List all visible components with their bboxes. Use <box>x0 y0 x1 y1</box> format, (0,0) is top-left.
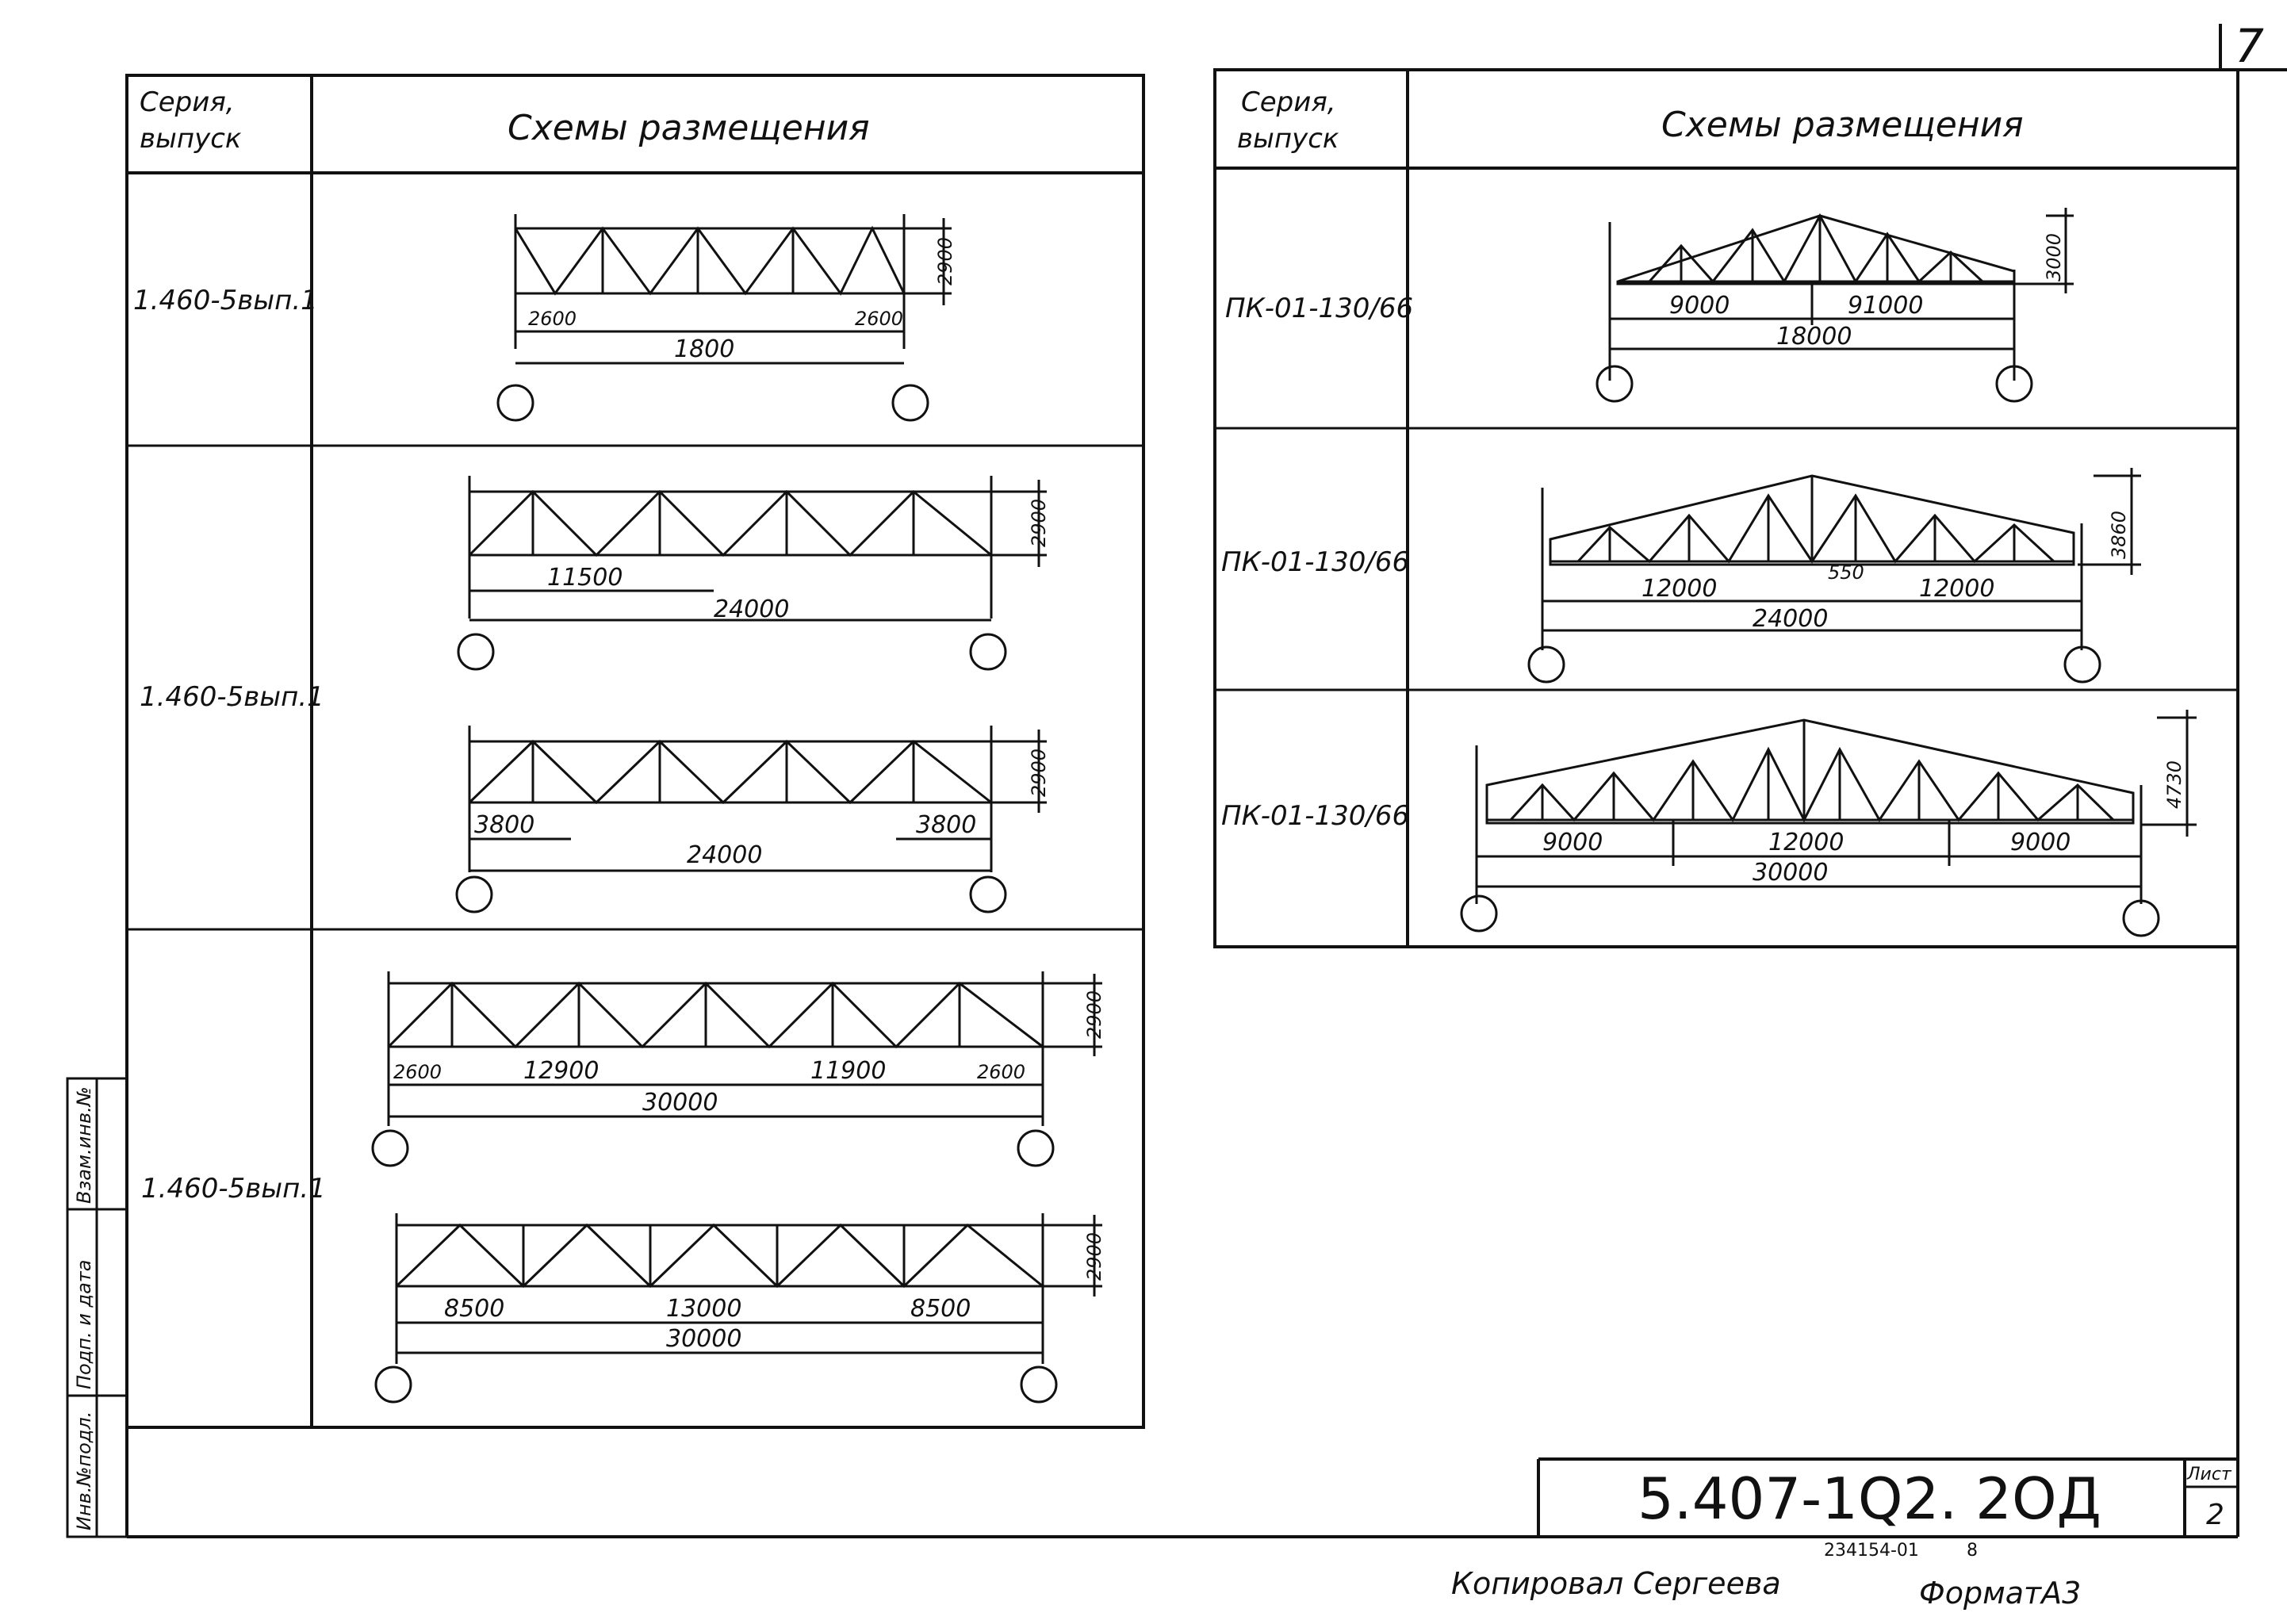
right2-dim-right: 12000 <box>1919 575 1994 603</box>
row1-dim-right: 2600 <box>855 308 903 330</box>
right2-dim-height: 3860 <box>2108 511 2130 559</box>
left-header-series-line2: выпуск <box>140 123 242 155</box>
left-table: Серия, выпуск Схемы размещения 1.460-5вы… <box>125 74 1145 1429</box>
right-header-series-line2: выпуск <box>1237 123 1339 155</box>
stamp-vzam-inv: Взам.инв.№ <box>73 1086 95 1204</box>
row3a-dim-span: 30000 <box>642 1089 718 1116</box>
right1-dim-right: 91000 <box>1848 292 1923 320</box>
row2a-dim-part: 11500 <box>547 564 623 592</box>
right3-dim-height: 4730 <box>2163 760 2185 809</box>
archive-number: 234154-01 <box>1824 1541 1919 1561</box>
sheet-label: Лист <box>2186 1465 2232 1484</box>
row3b-dim-span: 30000 <box>666 1325 741 1353</box>
document-code: 5.407-1Q2. 2ОД <box>1638 1465 2101 1532</box>
truss-row3a <box>371 971 1102 1167</box>
copied-by: Копировал Сергеева <box>1451 1566 1781 1601</box>
truss-row3b <box>374 1213 1102 1404</box>
row3b-dim-height: 2900 <box>1083 1232 1105 1281</box>
stamp-inv-podl: Инв.№подл. <box>73 1411 95 1530</box>
truss-row2b <box>455 726 1047 914</box>
right-table: Серия, выпуск Схемы размещения ПК-01-130… <box>1213 68 2239 948</box>
truss-right1 <box>1596 208 2074 403</box>
right3-dim-mid: 12000 <box>1768 829 1844 856</box>
row3b-dim-2: 13000 <box>666 1295 741 1323</box>
right1-dim-span: 18000 <box>1776 323 1852 350</box>
format-label: ФорматА3 <box>1919 1576 2081 1611</box>
row1-dim-span: 1800 <box>674 335 734 363</box>
frame <box>125 947 2239 1538</box>
row1-dim-left: 2600 <box>528 308 577 330</box>
truss-right2 <box>1527 468 2141 684</box>
row3a-dim-2: 12900 <box>523 1057 599 1085</box>
left-row1-series: 1.460-5вып.1 <box>133 285 318 316</box>
archive-suffix: 8 <box>1967 1541 1978 1561</box>
truss-right3 <box>1460 710 2197 937</box>
row3a-dim-4: 2600 <box>977 1061 1025 1083</box>
sheet-number: 2 <box>2206 1499 2224 1531</box>
left-header-series-line1: Серия, <box>140 86 235 118</box>
page-number: 7 <box>2235 19 2264 73</box>
row2b-dim-right: 3800 <box>916 811 976 839</box>
right-row2-series: ПК-01-130/66 <box>1221 546 1409 578</box>
right2-dim-span: 24000 <box>1753 605 1828 633</box>
truss-row2a <box>457 476 1047 671</box>
row2b-dim-height: 2900 <box>1028 749 1050 797</box>
right-row3-series: ПК-01-130/66 <box>1221 800 1409 832</box>
row2a-dim-height: 2900 <box>1028 499 1050 547</box>
row3a-dim-height: 2900 <box>1083 990 1105 1039</box>
right1-dim-height: 3000 <box>2043 233 2065 282</box>
right2-dim-left: 12000 <box>1642 575 1717 603</box>
right-row1-series: ПК-01-130/66 <box>1225 293 1413 324</box>
row3b-dim-1: 8500 <box>444 1295 504 1323</box>
right-header-series-line1: Серия, <box>1241 86 1336 118</box>
right3-dim-left: 9000 <box>1542 829 1603 856</box>
right-header-schemes: Схемы размещения <box>1661 105 2024 145</box>
left-row3-series: 1.460-5вып.1 <box>141 1173 326 1205</box>
row2b-dim-span: 24000 <box>687 841 762 869</box>
right-table-border <box>1213 68 2239 948</box>
right1-dim-left: 9000 <box>1669 292 1730 320</box>
row1-dim-height: 2900 <box>934 237 956 285</box>
right2-dim-offset: 550 <box>1828 561 1864 584</box>
right3-dim-right: 9000 <box>2010 829 2071 856</box>
right3-dim-span: 30000 <box>1753 859 1828 887</box>
row2b-dim-left: 3800 <box>474 811 534 839</box>
left-header-schemes: Схемы размещения <box>508 108 870 148</box>
side-stamp: Инв.№подл. Подп. и дата Взам.инв.№ <box>66 1077 128 1538</box>
row2a-dim-span: 24000 <box>714 596 789 623</box>
row3b-dim-3: 8500 <box>910 1295 971 1323</box>
left-table-border <box>125 74 1145 1429</box>
left-row2-series: 1.460-5вып.1 <box>140 681 324 713</box>
row3a-dim-3: 11900 <box>810 1057 886 1085</box>
row3a-dim-1: 2600 <box>393 1061 442 1083</box>
truss-row1 <box>496 214 952 422</box>
stamp-podp-data: Подп. и дата <box>73 1260 95 1390</box>
